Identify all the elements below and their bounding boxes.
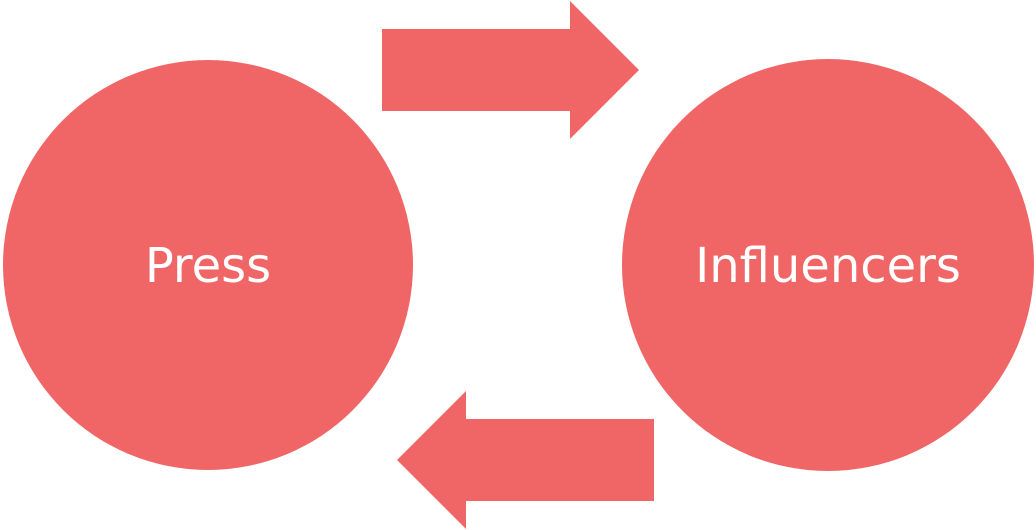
arrow-right-top <box>382 1 639 139</box>
node-press: Press <box>3 60 413 470</box>
node-influencers: Influencers <box>622 59 1034 471</box>
node-press-circle <box>3 60 413 470</box>
node-press-label: Press <box>145 238 271 294</box>
arrow-left-bottom <box>397 391 654 529</box>
node-influencers-label: Influencers <box>695 238 961 294</box>
node-influencers-circle <box>622 59 1034 471</box>
